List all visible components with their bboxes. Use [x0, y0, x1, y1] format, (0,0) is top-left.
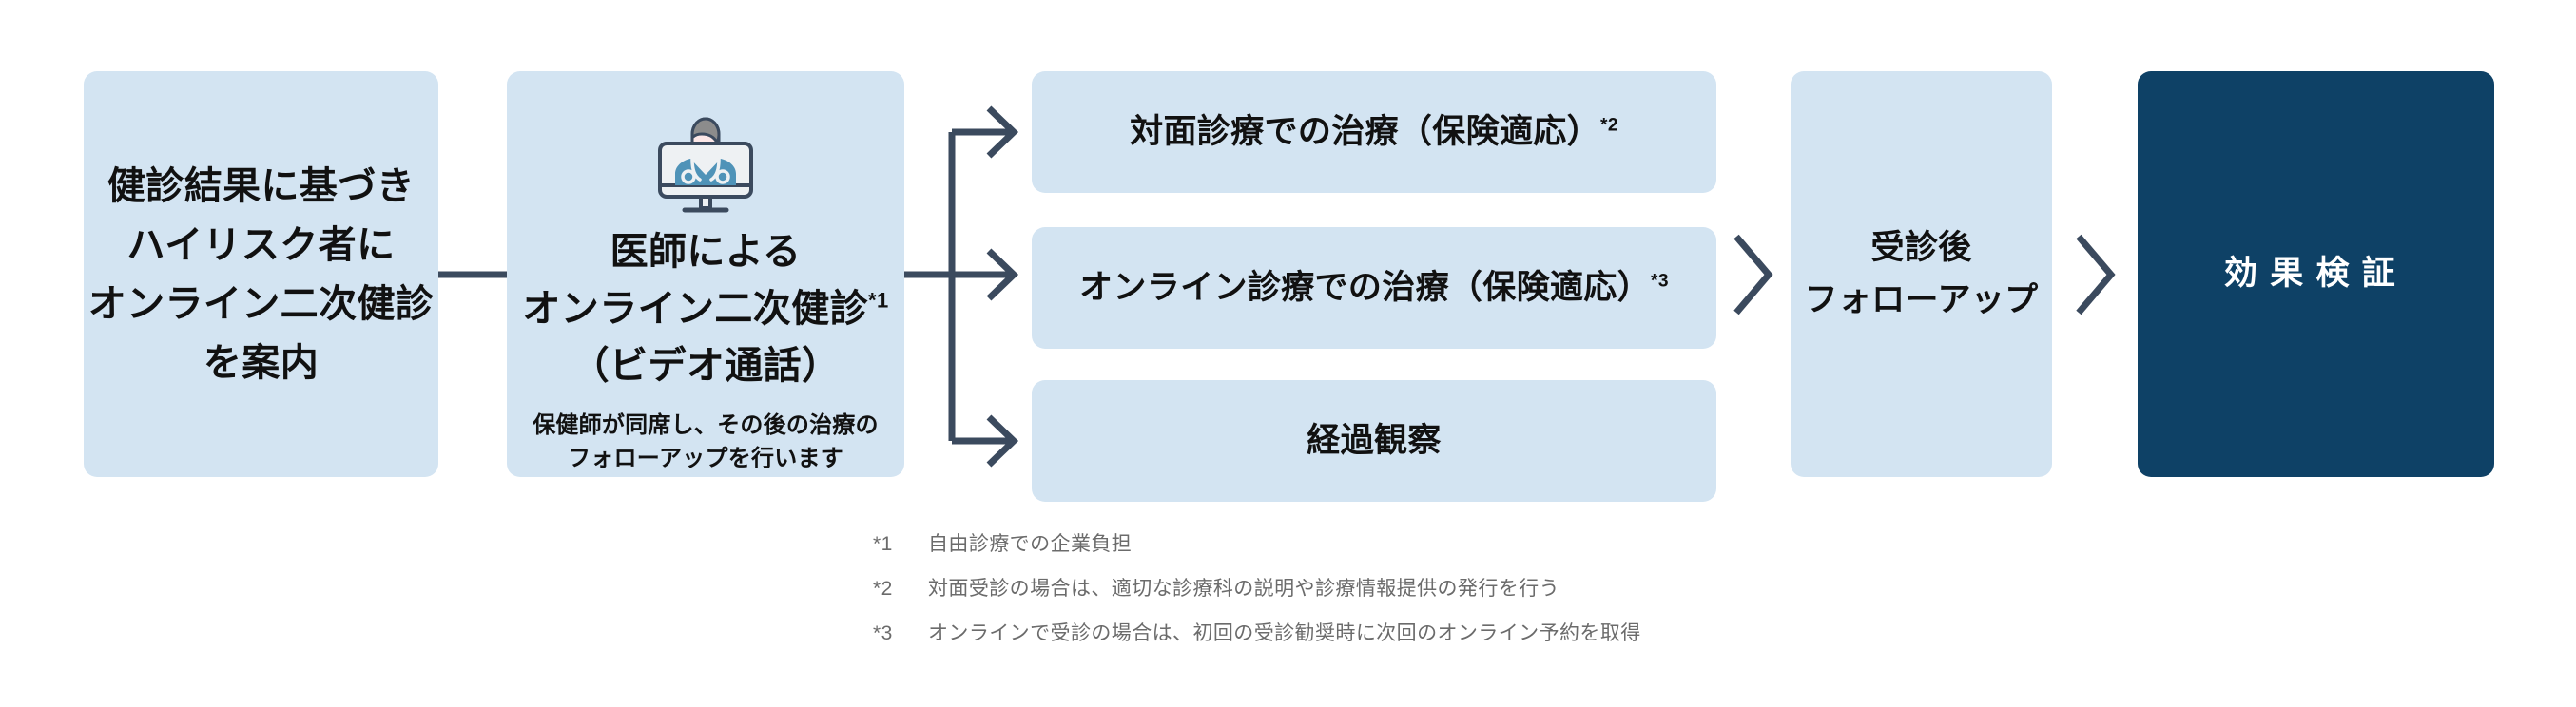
- branch-label-text: オンライン診療での治療（保険適応）: [1079, 269, 1652, 307]
- footnote-list: *1 自由診療での企業負担 *2 対面受診の場合は、適切な診療科の説明や診療情報…: [873, 532, 2109, 667]
- footnote-mark: *1: [873, 533, 893, 555]
- step-consult-title-line1: 医師による: [610, 231, 802, 273]
- step-box-consult: 医師によるオンライン二次健診*1 （ビデオ通話） 保健師が同席し、その後の治療の …: [507, 71, 904, 477]
- step-consult-footnote-ref: *1: [868, 288, 889, 313]
- step-verification-title: 効果検証: [2223, 255, 2409, 293]
- doctor-on-monitor-icon: [647, 105, 765, 218]
- chevron-right-icon: [2073, 231, 2117, 318]
- step-box-intake: 健診結果に基づき ハイリスク者に オンライン二次健診 を案内: [84, 71, 438, 477]
- step-consult-title: 医師によるオンライン二次健診*1 （ビデオ通話）: [522, 223, 888, 394]
- branch-box-online-treatment: オンライン診療での治療（保険適応）*3: [1032, 227, 1716, 349]
- branch-label: オンライン診療での治療（保険適応）*3: [1079, 266, 1669, 310]
- step-intake-title: 健診結果に基づき ハイリスク者に オンライン二次健診 を案内: [87, 164, 435, 384]
- step-consult-title-line2: オンライン二次健診: [522, 288, 868, 330]
- branch-label-text: 経過観察: [1307, 422, 1442, 460]
- footnote-mark: *3: [873, 622, 893, 645]
- footnote-item: *2 対面受診の場合は、適切な診療科の説明や診療情報提供の発行を行う: [873, 577, 2109, 601]
- footnote-mark: *2: [873, 578, 893, 601]
- branch-box-observation: 経過観察: [1032, 380, 1716, 502]
- step-consult-subtitle: 保健師が同席し、その後の治療の フォローアップを行います: [533, 412, 879, 471]
- step-followup-title: 受診後 フォローアップ: [1804, 229, 2039, 318]
- branch-label-text: 対面診療での治療（保険適応）: [1130, 113, 1600, 151]
- branch-label: 対面診療での治療（保険適応）*2: [1130, 110, 1618, 154]
- footnote-item: *3 オンラインで受診の場合は、初回の受診勧奨時に次回のオンライン予約を取得: [873, 621, 2109, 645]
- branch-footnote-ref: *3: [1651, 271, 1669, 292]
- footnote-text: 対面受診の場合は、適切な診療科の説明や診療情報提供の発行を行う: [928, 578, 1560, 601]
- footnote-text: 自由診療での企業負担: [928, 533, 1133, 555]
- branch-box-in-person-treatment: 対面診療での治療（保険適応）*2: [1032, 71, 1716, 193]
- step-box-followup: 受診後 フォローアップ: [1791, 71, 2052, 477]
- branch-label: 経過観察: [1307, 419, 1441, 463]
- step-box-verification: 効果検証: [2138, 71, 2494, 477]
- chevron-right-icon: [1731, 231, 1774, 318]
- step-consult-title-line3: （ビデオ通話）: [571, 345, 841, 387]
- footnote-item: *1 自由診療での企業負担: [873, 532, 2109, 556]
- branch-footnote-ref: *2: [1600, 115, 1618, 136]
- footnote-text: オンラインで受診の場合は、初回の受診勧奨時に次回のオンライン予約を取得: [928, 622, 1641, 645]
